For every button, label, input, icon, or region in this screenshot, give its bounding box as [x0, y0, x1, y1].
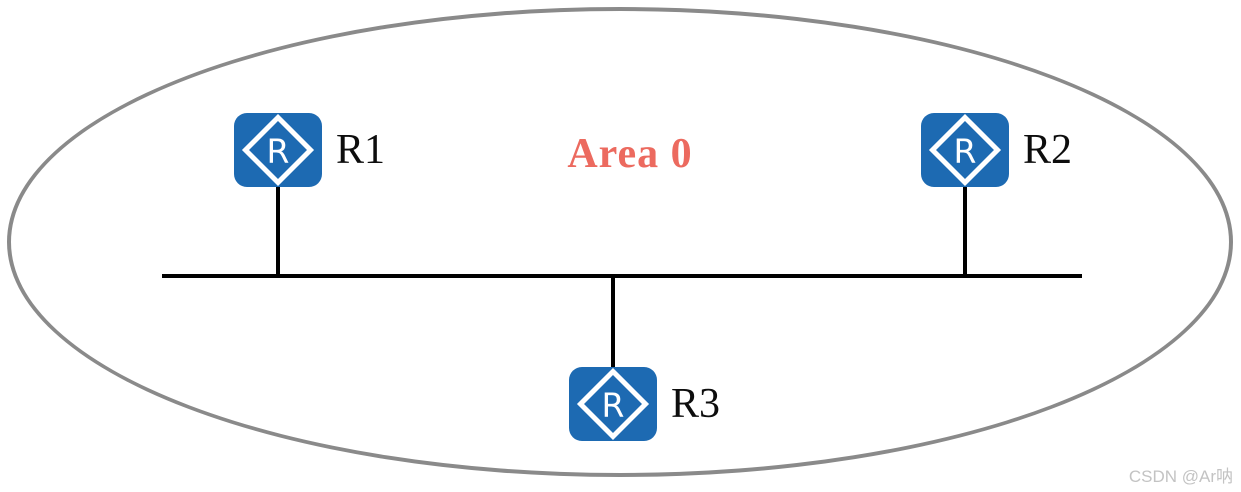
router-icon-letter: R [954, 132, 977, 171]
router-icon-diamond [241, 113, 315, 187]
router-icon-background [234, 113, 322, 187]
router-node-r1: R R1 [234, 113, 385, 187]
router-node-r2: R R2 [921, 113, 1072, 187]
router-icon-diamond [928, 113, 1002, 187]
router-icon: R [569, 367, 657, 441]
router-icon-letter: R [602, 386, 625, 425]
router-icon-background [921, 113, 1009, 187]
router-node-r3: R R3 [569, 367, 720, 441]
router-label-r1: R1 [336, 127, 386, 173]
router-icon: R [921, 113, 1009, 187]
link-r3-to-bus [611, 276, 615, 368]
router-icon-background [569, 367, 657, 441]
link-r1-to-bus [276, 186, 280, 274]
link-r2-to-bus [963, 186, 967, 274]
router-label-r3: R3 [671, 381, 721, 427]
watermark: CSDN @Ar呐 [1128, 467, 1233, 486]
router-label-r2: R2 [1023, 127, 1073, 173]
router-icon: R [234, 113, 322, 187]
router-icon-letter: R [267, 132, 290, 171]
area-boundary-ellipse [7, 7, 1233, 477]
router-icon-diamond [576, 367, 650, 441]
area-label: Area 0 [567, 131, 693, 177]
bus-segment-line [162, 274, 1082, 278]
